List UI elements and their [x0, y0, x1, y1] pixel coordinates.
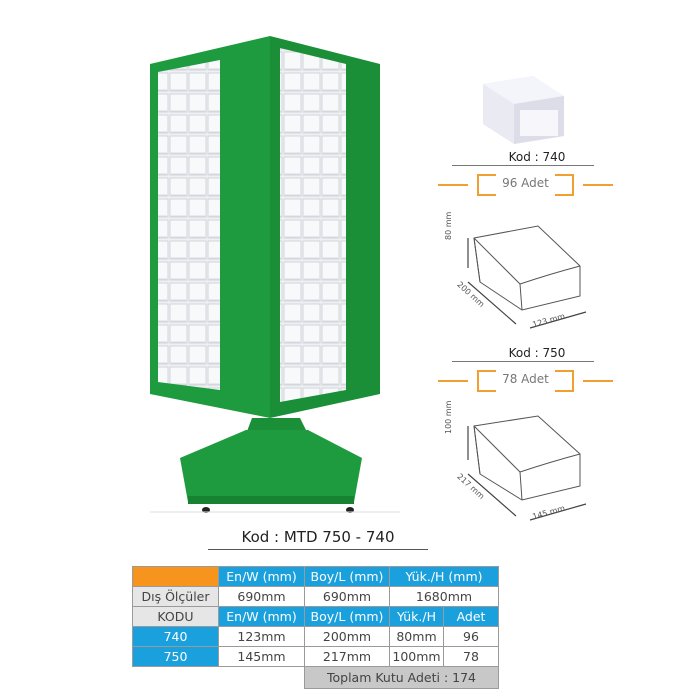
cell: 78 — [443, 646, 499, 667]
cell: 200mm — [304, 626, 390, 647]
spec-table: En/W (mm) Boy/L (mm) Yük./H (mm) Dış Ölç… — [132, 566, 499, 689]
box-740-count: 96 Adet — [438, 174, 613, 196]
cell: 145mm — [218, 646, 305, 667]
table-row: 740 123mm 200mm 80mm 96 — [132, 626, 499, 647]
header-cell: Yük./H (mm) — [389, 566, 499, 587]
table-row: 750 145mm 217mm 100mm 78 — [132, 646, 499, 667]
table-total-row: Toplam Kutu Adeti : 174 — [133, 666, 499, 689]
table-header-row: En/W (mm) Boy/L (mm) Yük./H (mm) — [132, 566, 499, 587]
cell: 96 — [443, 626, 499, 647]
header-cell: KODU — [132, 606, 219, 627]
header-corner — [132, 566, 219, 587]
cell: 217mm — [304, 646, 390, 667]
table-row-outer: Dış Ölçüler 690mm 690mm 1680mm — [132, 586, 499, 607]
header-cell: En/W (mm) — [218, 566, 305, 587]
row-label: Dış Ölçüler — [132, 586, 219, 607]
cell: 690mm — [304, 586, 390, 607]
header-cell: Yük./H — [389, 606, 444, 627]
divider — [452, 165, 594, 166]
box-740-photo — [478, 74, 568, 148]
cell: 100mm — [389, 646, 444, 667]
box-740-height: 80 mm — [444, 211, 453, 240]
box-750-count-label: 78 Adet — [502, 372, 549, 386]
cell: 123mm — [218, 626, 305, 647]
header-cell: En/W (mm) — [218, 606, 305, 627]
table-header-row: KODU En/W (mm) Boy/L (mm) Yük./H Adet — [132, 606, 499, 627]
box-740-code: Kod : 740 — [508, 150, 566, 164]
product-code-title: Kod : MTD 750 - 740 — [241, 528, 395, 546]
header-cell: Boy/L (mm) — [304, 606, 390, 627]
row-code: 750 — [132, 646, 219, 667]
row-code: 740 — [132, 626, 219, 647]
cell: 80mm — [389, 626, 444, 647]
box-750-code: Kod : 750 — [508, 346, 566, 360]
cell: 690mm — [218, 586, 305, 607]
divider — [452, 361, 594, 362]
title-underline — [208, 549, 428, 550]
header-cell: Adet — [443, 606, 499, 627]
total-count: Toplam Kutu Adeti : 174 — [304, 666, 499, 689]
box-750-count: 78 Adet — [438, 370, 613, 392]
cell: 1680mm — [389, 586, 499, 607]
header-cell: Boy/L (mm) — [304, 566, 390, 587]
box-740-count-label: 96 Adet — [502, 176, 549, 190]
box-750-dimension-drawing: 100 mm 217 mm 145 mm — [440, 400, 600, 528]
box-750-height: 100 mm — [444, 400, 453, 434]
box-740-dimension-drawing: 80 mm 200 mm 123 mm — [440, 212, 600, 336]
rotating-cabinet-image — [150, 30, 400, 520]
